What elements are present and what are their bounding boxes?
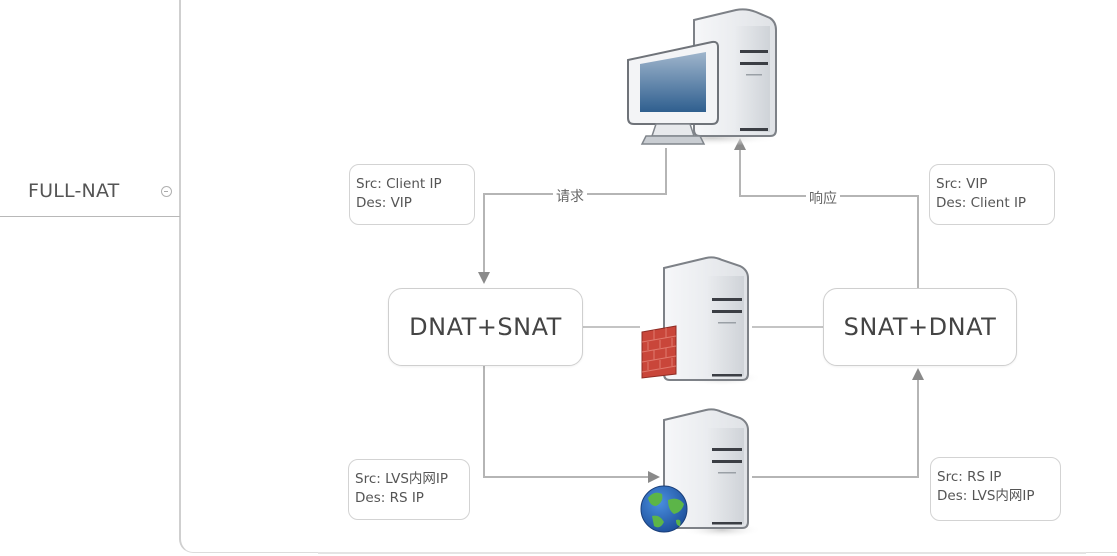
edge-client-to-dnat	[483, 148, 667, 280]
note-des: Des: Client IP	[936, 195, 1027, 211]
edge-snat-to-client	[739, 148, 919, 288]
globe-icon	[640, 485, 688, 533]
note-src: Src: VIP	[936, 176, 988, 192]
firewall-icon	[641, 325, 677, 379]
note-src: Src: RS IP	[937, 469, 1002, 485]
desktop-computer-icon	[627, 8, 782, 146]
snat-dnat-box[interactable]: SNAT+DNAT	[823, 288, 1017, 366]
snat-dnat-label: SNAT+DNAT	[843, 313, 997, 341]
edge-rs-to-snat	[752, 378, 919, 478]
note-src: Src: LVS内网IP	[355, 471, 449, 487]
note-client-request[interactable]: Src: Client IP Des: VIP	[349, 164, 475, 225]
mindmap-branch-label[interactable]: FULL-NAT	[28, 180, 120, 202]
note-rs-response[interactable]: Src: RS IP Des: LVS内网IP	[930, 457, 1061, 521]
note-rs-request[interactable]: Src: LVS内网IP Des: RS IP	[348, 459, 470, 520]
response-label: 响应	[806, 188, 840, 208]
request-label: 请求	[553, 186, 587, 206]
connector-response	[739, 148, 919, 288]
note-client-response[interactable]: Src: VIP Des: Client IP	[929, 164, 1055, 225]
dnat-snat-box[interactable]: DNAT+SNAT	[388, 288, 583, 366]
note-des: Des: LVS内网IP	[937, 488, 1035, 504]
server-with-globe-icon	[640, 408, 762, 538]
server-with-firewall-icon	[641, 256, 762, 386]
note-des: Des: RS IP	[355, 490, 424, 506]
edge-dnat-to-rs	[483, 366, 654, 478]
arrow-into-dnat	[478, 272, 490, 284]
note-des: Des: VIP	[356, 195, 412, 211]
connector-request	[483, 148, 667, 280]
branch-underline	[0, 216, 180, 217]
dnat-snat-label: DNAT+SNAT	[409, 313, 562, 341]
arrow-into-snat	[912, 368, 924, 380]
note-src: Src: Client IP	[356, 176, 442, 192]
collapse-toggle-icon[interactable]	[161, 186, 172, 197]
arrow-into-rs	[648, 471, 660, 483]
bottom-divider	[318, 552, 1086, 554]
